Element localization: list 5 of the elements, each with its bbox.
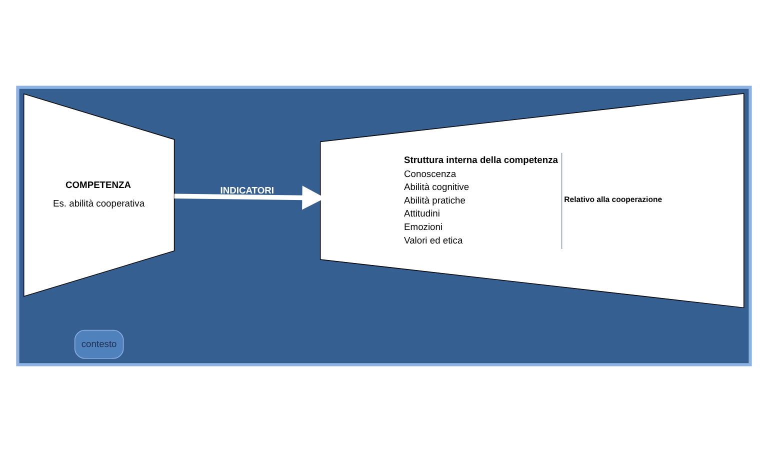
edge-label: INDICATORI [220, 185, 274, 196]
node-box: contesto [74, 330, 124, 359]
node-box: Struttura interna della competenza Conoscenza Abilità cognitive Abilità pratiche Attitudini Emozioni Valori ed etica Relativo alla cooperazione [320, 93, 744, 308]
node-box: COMPETENZA Es. abilità cooperativa [23, 93, 175, 297]
cluster [16, 86, 752, 366]
